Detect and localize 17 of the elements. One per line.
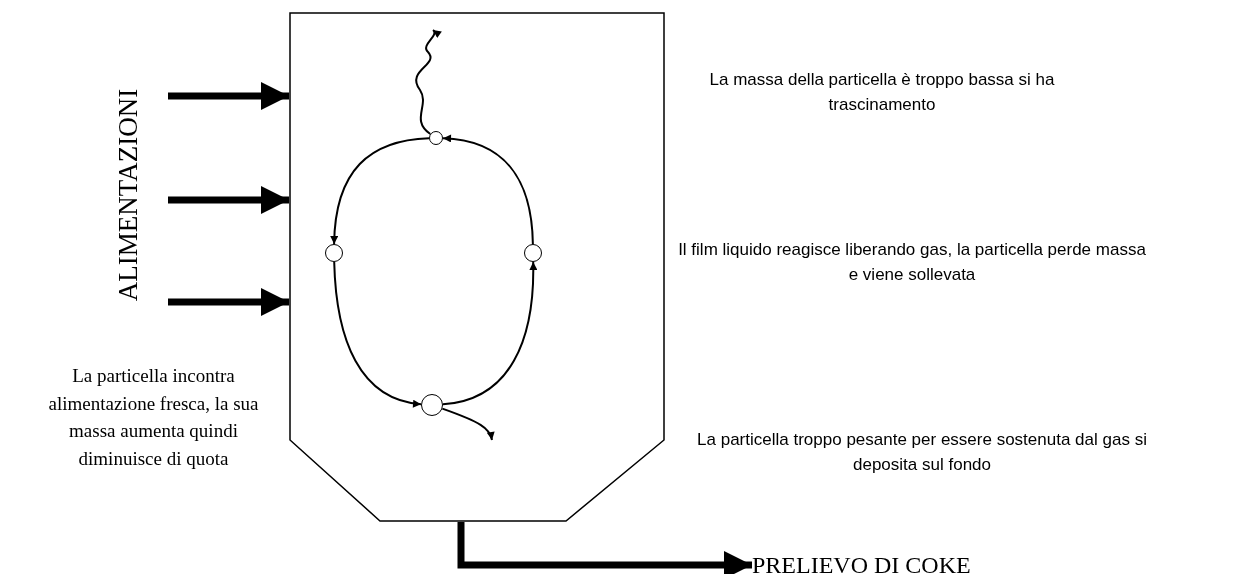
arrow <box>442 134 534 245</box>
note-text: Il film liquido reagisce liberando gas, la particella perde massa e viene sollevata <box>677 239 1147 286</box>
note-text: La massa della particella è troppo bassa si ha trascinamento <box>708 69 1056 116</box>
particle-circle <box>421 394 443 416</box>
particle-circle <box>524 244 542 262</box>
reactor-vessel <box>289 12 665 522</box>
arrow <box>442 261 538 406</box>
note-text: La particella troppo pesante per essere sostenuta dal gas si deposita sul fondo <box>696 429 1148 476</box>
arrow <box>441 407 495 441</box>
arrow <box>415 29 442 135</box>
arrow <box>333 261 423 407</box>
particle-circle <box>325 244 343 262</box>
particle-circle <box>429 131 443 145</box>
arrow <box>330 137 430 245</box>
outlet-label: PRELIEVO DI COKE <box>752 550 982 574</box>
note-text: La particella incontra alimentazione fresca, la sua massa aumenta quindi diminuisce di quota <box>47 364 260 471</box>
feed-label: ALIMENTAZIONI <box>112 88 144 302</box>
